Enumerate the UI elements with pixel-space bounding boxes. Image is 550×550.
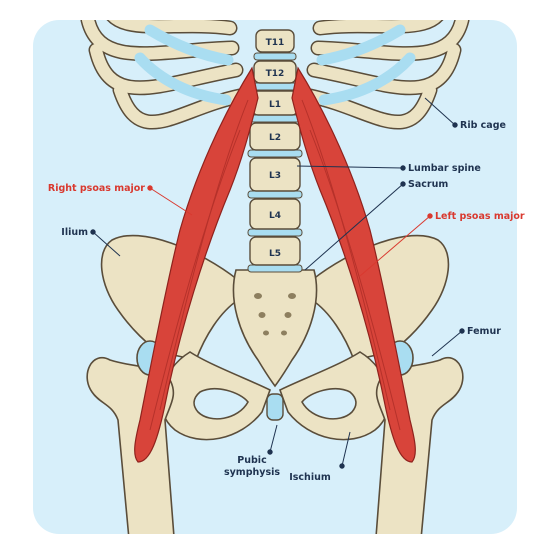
lumbar-spine (247, 29, 303, 273)
vertebra-label-t11: T11 (266, 38, 285, 48)
label-pubic-symphysis-2: symphysis (224, 467, 280, 478)
vertebra-label-l3: L3 (269, 171, 281, 181)
vertebra-labels: T11 T12 L1 L2 L3 L4 L5 (266, 38, 285, 259)
leader-lines-red (147, 185, 433, 277)
rib-cage (80, 20, 470, 130)
label-sacrum: Sacrum (408, 179, 448, 190)
leader-lines (90, 97, 465, 469)
vertebra-label-l5: L5 (269, 249, 281, 259)
label-lumbar-spine: Lumbar spine (408, 163, 481, 174)
vertebra-l5 (249, 236, 301, 266)
vertebra-l2 (249, 122, 301, 151)
label-right-psoas-major: Right psoas major (48, 183, 145, 194)
vertebra-l4 (249, 198, 301, 230)
vertebra-label-l1: L1 (269, 100, 281, 110)
label-left-psoas-major: Left psoas major (435, 211, 525, 222)
vertebra-t12 (253, 60, 297, 84)
vertebra-t11 (255, 29, 295, 53)
label-ischium: Ischium (289, 472, 331, 483)
pubic-symphysis (266, 393, 284, 421)
label-femur: Femur (467, 326, 501, 337)
sacrum (232, 269, 318, 388)
labels: Rib cage Lumbar spine Sacrum Left psoas … (48, 120, 525, 483)
vertebra-label-t12: T12 (266, 69, 285, 79)
label-ilium: Ilium (61, 227, 88, 238)
vertebra-label-l2: L2 (269, 133, 281, 143)
label-rib-cage: Rib cage (460, 120, 506, 131)
vertebra-l3 (249, 157, 301, 192)
label-pubic-symphysis-1: Pubic (237, 455, 266, 466)
sacral-foramina (254, 293, 296, 336)
vertebra-label-l4: L4 (269, 211, 281, 221)
